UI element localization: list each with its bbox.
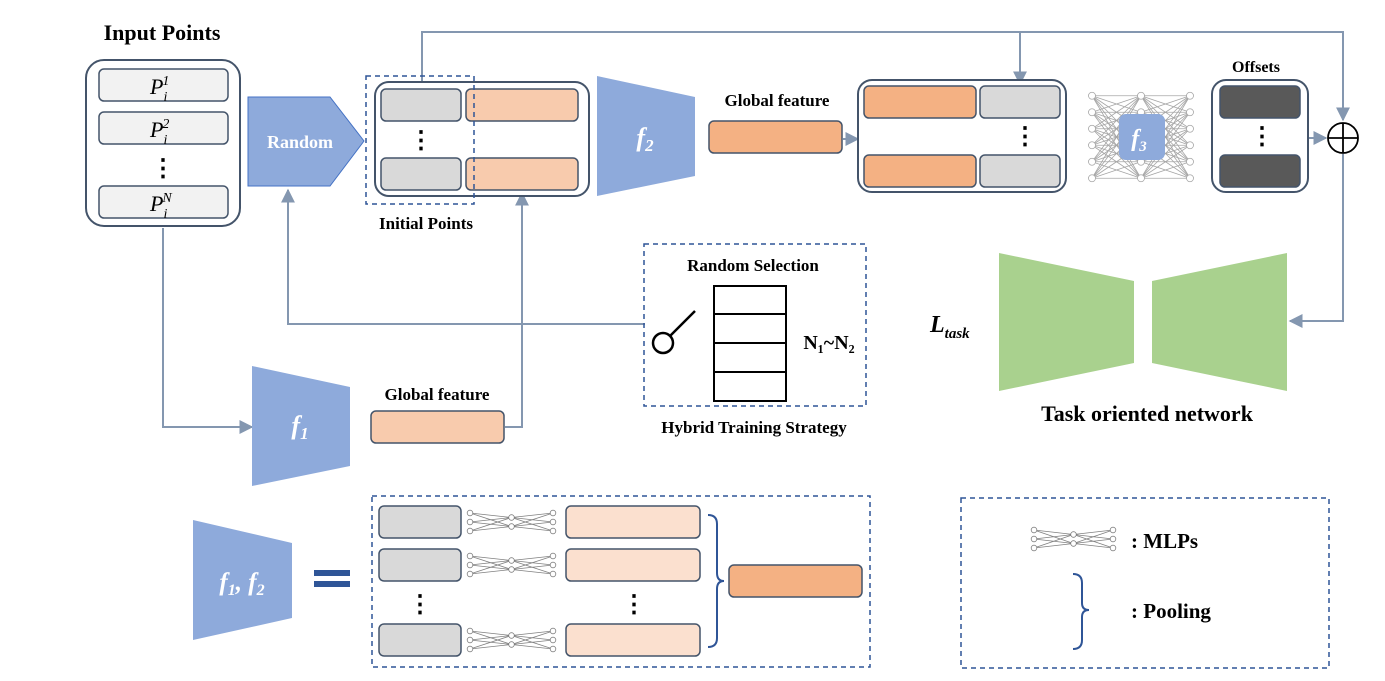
task-decoder-shape — [1152, 253, 1287, 391]
detail-points-ellipsis: ⋮ — [408, 592, 432, 618]
combined-feature-bottom — [863, 154, 977, 188]
input-point-n: PiN — [98, 185, 229, 222]
f1-label: f1 — [291, 411, 308, 443]
initial-points-label: Initial Points — [379, 214, 473, 233]
legend-mlp-icon — [1030, 526, 1117, 552]
legend-pooling-brace — [1072, 573, 1090, 650]
offsets-ellipsis: ⋮ — [1250, 124, 1274, 150]
global-feature-bottom — [370, 410, 505, 444]
detail-pooled-feature — [728, 564, 863, 598]
task-loss-label: Ltask — [929, 312, 970, 342]
f12-label: f1, f2 — [219, 569, 264, 599]
offset-bottom — [1219, 154, 1301, 188]
selection-stack — [713, 285, 787, 402]
detail-point-n — [378, 623, 462, 657]
initial-ellipsis: ⋮ — [409, 128, 433, 154]
f3-label: f3 — [1131, 126, 1147, 155]
arrow-plus-to-task — [1288, 154, 1344, 328]
random-label: Random — [267, 132, 333, 152]
input-point-2: Pi2 — [98, 111, 229, 148]
plus-icon — [1327, 122, 1359, 154]
arrow-input-to-f1 — [162, 228, 254, 434]
task-network-label: Task oriented network — [1041, 401, 1254, 426]
arrow-global-to-initial — [505, 191, 529, 428]
offset-top — [1219, 85, 1301, 119]
equals-icon — [314, 570, 350, 587]
random-block — [247, 96, 365, 187]
combined-point-bottom — [979, 154, 1061, 188]
connections — [162, 31, 1350, 434]
svg-text:PiN: PiN — [149, 191, 172, 222]
input-points-title: Input Points — [104, 20, 221, 45]
global-feature-top-label: Global feature — [725, 91, 830, 110]
n-range-label: N₁~N₂ — [803, 332, 854, 354]
combined-ellipsis: ⋮ — [1013, 124, 1037, 150]
legend-box — [960, 497, 1330, 669]
f12-encoder — [193, 520, 292, 640]
encoder-detail-box — [371, 495, 871, 668]
offsets-label: Offsets — [1232, 59, 1280, 76]
arrow-hybrid-to-random — [281, 188, 645, 325]
global-feature-top — [708, 120, 843, 154]
svg-text:Pi1: Pi1 — [149, 74, 169, 105]
svg-text:Pi2: Pi2 — [149, 117, 169, 148]
detail-feature-1 — [565, 505, 701, 539]
detail-mlp-n-icon — [466, 627, 557, 653]
f1-encoder — [252, 366, 350, 486]
pooling-brace — [707, 514, 725, 648]
random-selection-label: Random Selection — [687, 256, 819, 275]
legend-pooling-label: : Pooling — [1131, 599, 1211, 623]
hybrid-strategy-box — [643, 243, 867, 407]
initial-feature-bottom — [465, 157, 579, 191]
input-points-ellipsis: ⋮ — [151, 156, 175, 182]
input-point-1: Pi1 — [98, 68, 229, 105]
detail-feature-2 — [565, 548, 701, 582]
detail-point-1 — [378, 505, 462, 539]
initial-feature-top — [465, 88, 579, 122]
f2-label: f2 — [636, 123, 654, 155]
legend-mlps-label: : MLPs — [1131, 529, 1198, 553]
detail-point-2 — [378, 548, 462, 582]
f2-encoder — [597, 76, 695, 196]
detail-mlp-2-icon — [466, 552, 557, 578]
f3-block — [1119, 114, 1165, 160]
global-feature-bottom-label: Global feature — [385, 385, 490, 404]
detail-feature-n — [565, 623, 701, 657]
arrow-initial-to-plus — [421, 31, 1350, 122]
initial-point-top — [380, 88, 462, 122]
combined-feature-top — [863, 85, 977, 119]
detail-features-ellipsis: ⋮ — [622, 592, 646, 618]
initial-points-dashed-box — [365, 75, 475, 205]
initial-point-bottom — [380, 157, 462, 191]
hybrid-strategy-label: Hybrid Training Strategy — [661, 418, 847, 437]
detail-mlp-1-icon — [466, 509, 557, 535]
switch-icon — [651, 310, 696, 355]
combined-point-top — [979, 85, 1061, 119]
task-encoder-shape — [999, 253, 1134, 391]
